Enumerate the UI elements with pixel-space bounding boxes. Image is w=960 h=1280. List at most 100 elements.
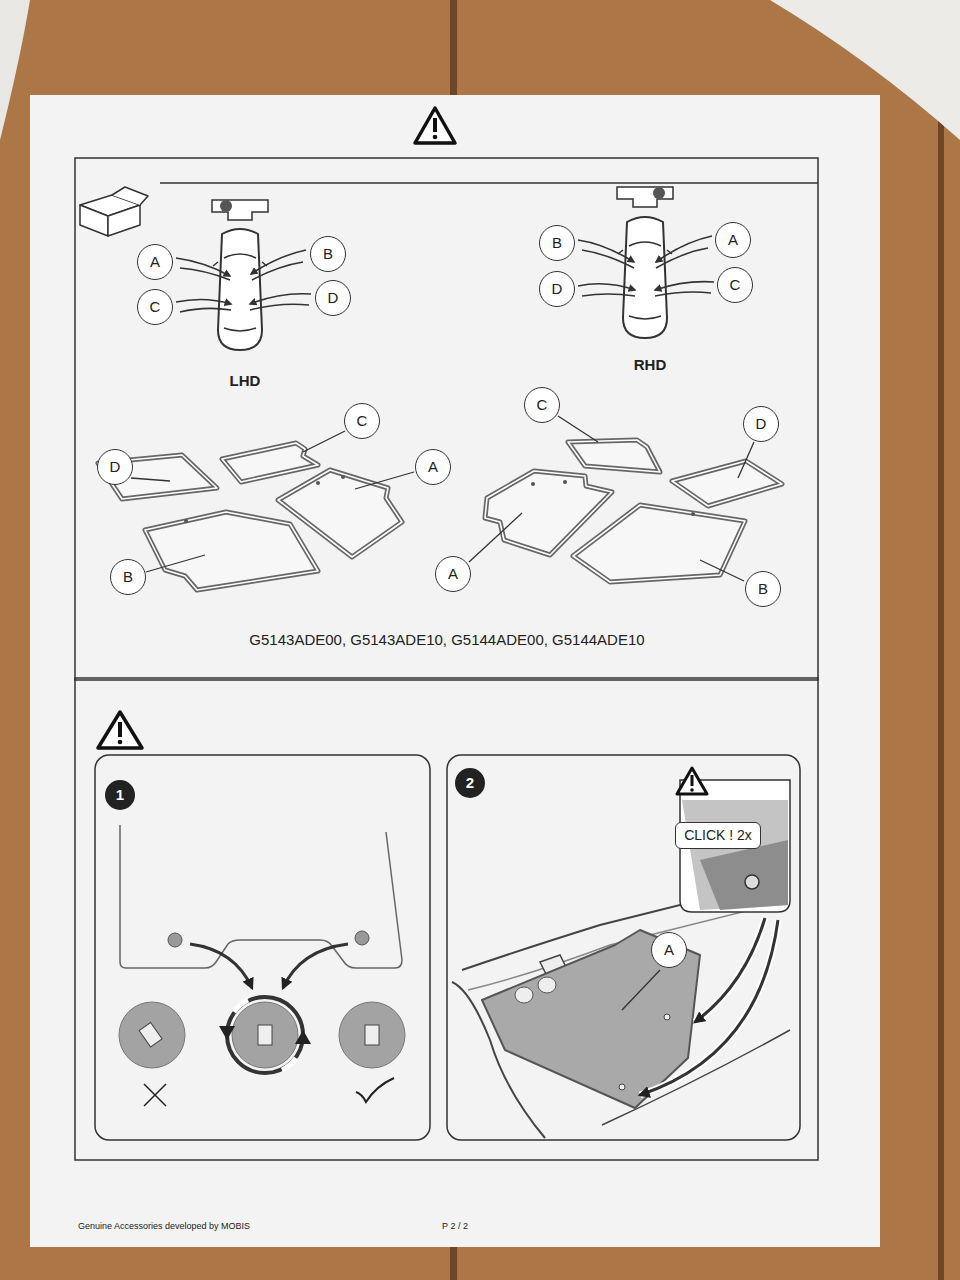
arrow-trail xyxy=(250,304,309,310)
callout-letter: A xyxy=(415,449,451,485)
callout-letter: D xyxy=(539,271,575,307)
footer-note: P 2 / 2 xyxy=(442,1221,468,1231)
arrow-trail xyxy=(582,250,634,268)
drive-side-label: LHD xyxy=(230,372,261,389)
mat-c xyxy=(568,440,660,472)
leader-line xyxy=(558,416,598,442)
mat-outline xyxy=(222,443,318,482)
node-text: B xyxy=(123,568,133,585)
car-body xyxy=(218,229,262,350)
clip-slot xyxy=(258,1025,272,1045)
heel-pad xyxy=(515,987,533,1003)
node-text: D xyxy=(552,280,563,297)
position-arrows xyxy=(578,236,714,296)
callout-letter: A xyxy=(435,556,471,592)
clip-slot xyxy=(365,1025,379,1045)
paper-sheet xyxy=(30,95,880,1247)
step-number: 1 xyxy=(105,780,135,810)
check-mark xyxy=(356,1078,394,1102)
callout-letter: B xyxy=(539,225,575,261)
leader-line xyxy=(700,560,744,581)
rear-window xyxy=(224,328,256,331)
exclamation-dot xyxy=(433,135,438,140)
callout-letter: D xyxy=(743,406,779,442)
box-flap xyxy=(112,187,148,205)
exclamation-dot xyxy=(118,740,123,745)
node-text: A xyxy=(664,941,674,958)
node-text: D xyxy=(328,289,339,306)
arrow xyxy=(578,284,635,290)
mat-c xyxy=(222,443,318,482)
leader-line xyxy=(355,472,414,489)
rhd-mats xyxy=(485,440,782,582)
mat-clip xyxy=(619,1084,625,1090)
arrow-trail xyxy=(582,294,635,296)
callout-letter: C xyxy=(717,267,753,303)
mat-edge xyxy=(672,461,782,506)
arrow-trail xyxy=(655,292,711,296)
warning-triangle xyxy=(415,108,455,143)
other-paper xyxy=(0,0,30,140)
floor-outline xyxy=(120,825,402,968)
exclamation-dot xyxy=(690,788,694,792)
mat-d xyxy=(672,461,782,506)
ring-gap xyxy=(282,1058,296,1070)
exclamation-bar xyxy=(691,775,694,786)
warning-triangle xyxy=(98,712,142,748)
node-text: C xyxy=(537,396,548,413)
leader-lines xyxy=(131,416,754,581)
curved-arrow xyxy=(283,944,348,988)
node-text: C xyxy=(357,412,368,429)
node-text: A xyxy=(448,565,458,582)
steering-wheel xyxy=(653,187,665,199)
node-text: A xyxy=(428,458,438,475)
drive-side-label: RHD xyxy=(634,356,667,373)
heel-pad xyxy=(538,977,556,993)
arrow-trail xyxy=(180,268,230,280)
floor-clip xyxy=(168,933,182,947)
clip-hole xyxy=(691,512,695,516)
node-text: A xyxy=(728,231,738,248)
node-text: CLICK ! 2x xyxy=(684,827,752,843)
curved-arrow xyxy=(190,944,252,988)
node-text: 1 xyxy=(116,786,124,803)
arrow xyxy=(655,282,714,290)
mat-b xyxy=(573,505,745,582)
clip-hole xyxy=(531,482,535,486)
lhd-car xyxy=(212,200,268,350)
box-side xyxy=(108,205,140,236)
callout-letter: A xyxy=(715,222,751,258)
callout-letter: D xyxy=(97,449,133,485)
arrow xyxy=(176,299,231,304)
inset-photo xyxy=(682,800,788,910)
leader-line xyxy=(146,555,205,572)
node-text: B xyxy=(552,234,562,251)
callout-letter: B xyxy=(745,571,781,607)
step2-illustration xyxy=(452,768,790,1138)
mirrors xyxy=(213,262,267,266)
step-box xyxy=(447,755,800,1140)
arrow-trail xyxy=(656,248,708,268)
callout-box: CLICK ! 2x xyxy=(675,822,761,849)
arrow-trail xyxy=(180,308,231,312)
arrow-halo xyxy=(640,920,778,1095)
mat-edge xyxy=(145,512,318,590)
rotation-ring xyxy=(227,997,303,1073)
step-box xyxy=(95,755,430,1140)
steps-panel xyxy=(75,678,818,1160)
node-text: D xyxy=(756,415,767,432)
mat-outline xyxy=(573,505,745,582)
arrow-trail xyxy=(252,262,303,280)
rotation-head xyxy=(295,1030,311,1044)
windshield xyxy=(224,254,256,258)
rotation-head xyxy=(219,1026,235,1040)
node-text: D xyxy=(110,458,121,475)
leader-line xyxy=(738,442,754,478)
callout-letter: D xyxy=(315,280,351,316)
clip-slot xyxy=(139,1023,162,1047)
triangle-outline xyxy=(415,108,455,143)
leader-line xyxy=(303,431,345,452)
arrow xyxy=(250,294,311,304)
car-body xyxy=(623,217,667,338)
arrow xyxy=(251,250,306,274)
